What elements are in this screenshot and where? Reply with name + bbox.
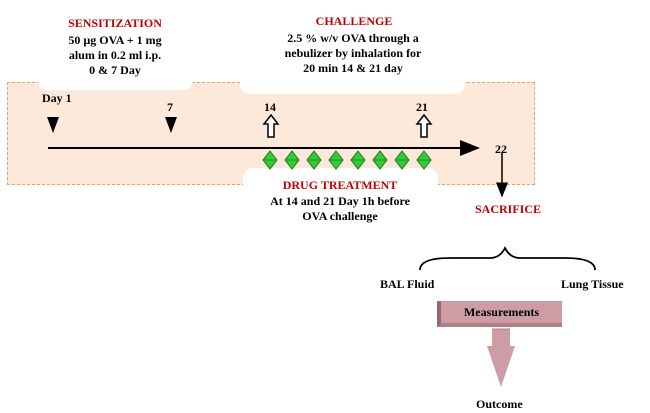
challenge-title: CHALLENGE [315,14,393,28]
day-14-label: 14 [264,100,276,114]
drug-treatment-box [243,168,438,230]
day-22-label: 22 [495,142,507,156]
sensitization-marker-day-1 [47,117,59,133]
challenge-line-1: 2.5 % w/v OVA through a [287,31,419,45]
challenge-line-2: nebulizer by inhalation for [284,46,422,60]
sensitization-line-3: 0 & 7 Day [89,63,141,77]
drug-treatment-title: DRUG TREATMENT [282,178,398,192]
sensitization-line-2: alum in 0.2 ml i.p. [68,48,162,62]
challenge-box [240,10,465,94]
challenge-marker-day-14 [262,113,280,138]
outcome-label: Outcome [476,397,523,411]
drug-treatment-line-1: At 14 and 21 Day 1h before [270,194,410,208]
challenge-marker-day-21 [415,113,433,138]
drug-treatment-markers [262,150,432,170]
bal-fluid-label: BAL Fluid [380,277,435,291]
sensitization-title: SENSITIZATION [68,16,162,30]
day-7-label: 7 [167,100,173,114]
lung-tissue-label: Lung Tissue [561,277,624,291]
outcome-arrow [487,329,515,387]
sensitization-line-1: 50 µg OVA + 1 mg [68,33,162,47]
sensitization-marker-day-7 [165,117,177,133]
day-21-label: 21 [416,100,428,114]
sacrifice-label: SACRIFICE [474,202,541,216]
outcome-brace [419,245,596,271]
challenge-line-3: 20 min 14 & 21 day [303,61,403,75]
measurements-box: Measurements [437,301,562,327]
drug-treatment-line-2: OVA challenge [302,209,378,223]
sensitization-box [38,12,193,90]
day-1-label: Day 1 [42,91,72,105]
